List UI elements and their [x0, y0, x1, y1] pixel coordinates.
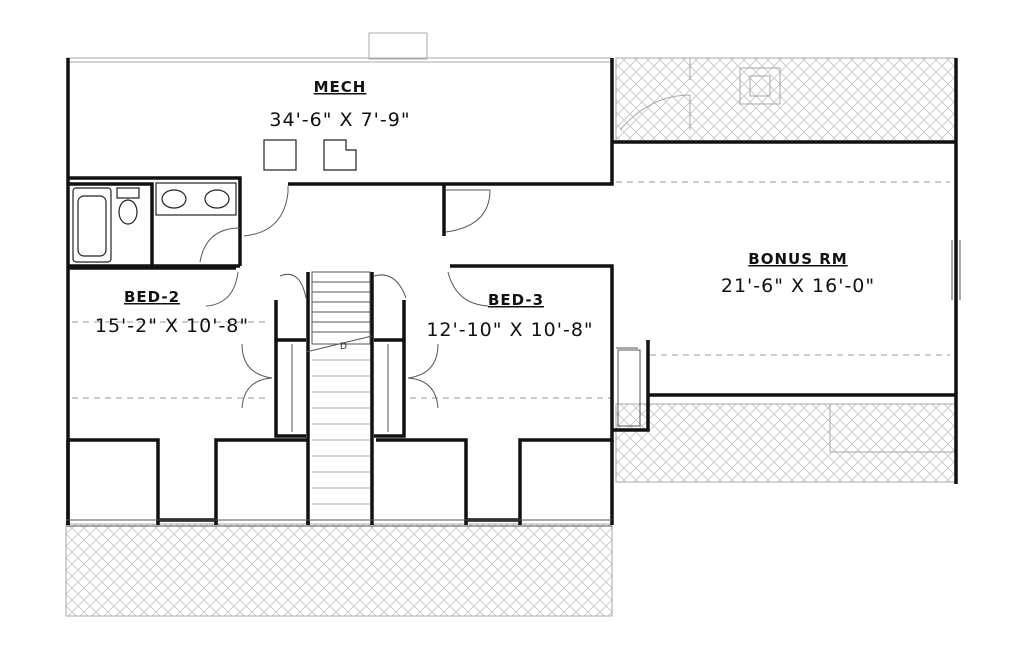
porch-roof-bottom — [65, 523, 613, 617]
room-name-bed-2: BED-2 — [124, 288, 180, 306]
roof-bottom-right — [615, 403, 957, 483]
walls — [66, 58, 958, 525]
roof-bottom-right-ghost — [740, 404, 956, 483]
mech-equipment-1 — [263, 139, 297, 171]
chimney — [368, 32, 428, 60]
bath-fixtures — [72, 182, 237, 263]
roof-hatch-areas — [65, 57, 957, 617]
sink-left — [161, 189, 187, 209]
toilet-bowl — [118, 199, 138, 225]
stair-direction-label: D — [340, 342, 347, 352]
toilet-tank — [116, 187, 140, 199]
stair: D — [305, 271, 373, 505]
knee-wall-lines — [72, 181, 950, 399]
mech-equipment-2 — [323, 139, 357, 171]
room-name-bed-3: BED-3 — [488, 291, 544, 309]
roof-top-right — [615, 57, 957, 143]
roof-edge-top — [66, 57, 612, 63]
room-dims-bonus: 21'-6" X 16'-0" — [721, 275, 875, 297]
room-name-bonus: BONUS RM — [748, 250, 847, 268]
room-dims-bed-3: 12'-10" X 10'-8" — [426, 319, 593, 341]
room-dims-bed-2: 15'-2" X 10'-8" — [95, 315, 249, 337]
sink-right — [204, 189, 230, 209]
door-swings — [199, 186, 491, 432]
window-lines — [66, 240, 961, 527]
room-name-mech: MECH — [314, 78, 367, 96]
room-dims-mech: 34'-6" X 7'-9" — [269, 109, 410, 131]
roof-top-right-ghost — [619, 58, 781, 131]
